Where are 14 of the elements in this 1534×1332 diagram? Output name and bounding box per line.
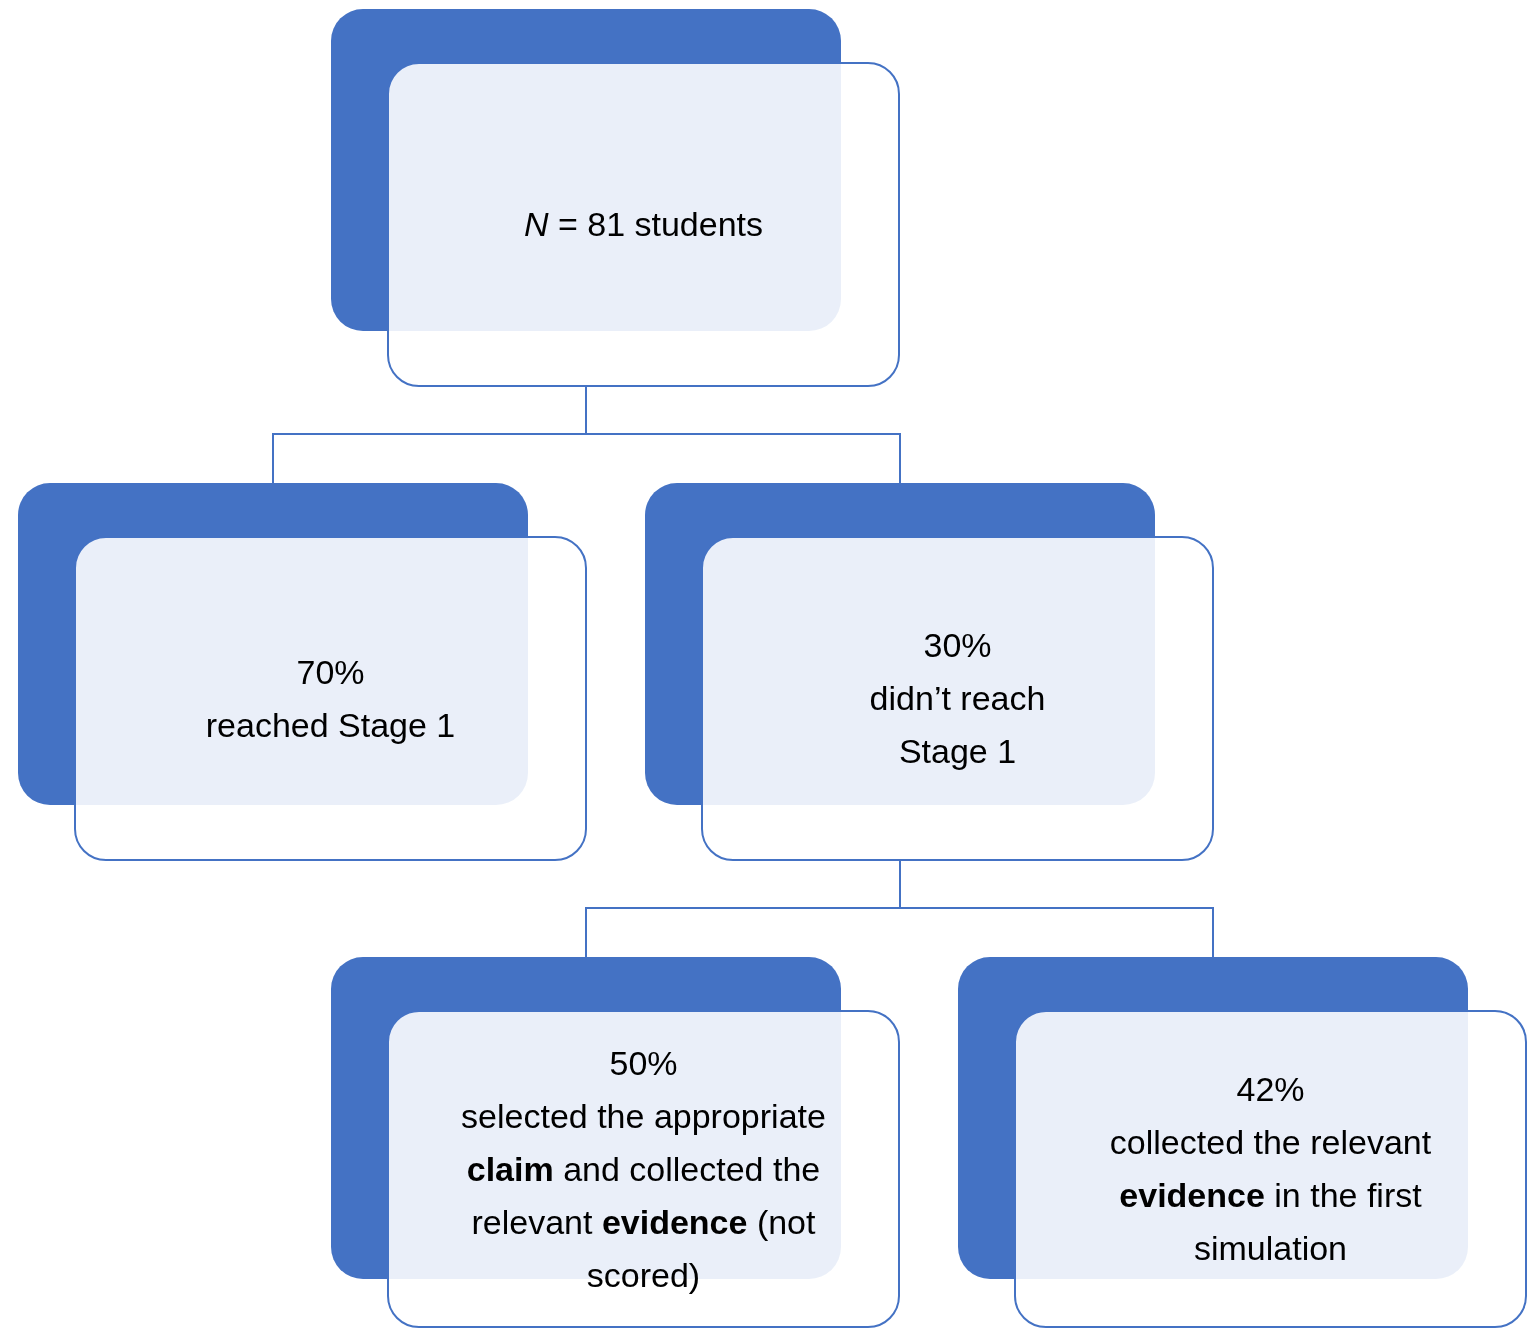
node-card	[74, 536, 587, 861]
node-card	[387, 1010, 900, 1328]
node-text: 70%	[296, 651, 365, 693]
node-text: reached Stage 1	[205, 704, 456, 746]
node-text: 50%	[609, 1042, 678, 1084]
node-card	[387, 62, 900, 387]
node-card	[1014, 1010, 1527, 1328]
node-text: selected the appropriate claim and collected the relevant evidence (not scored)	[460, 1095, 827, 1296]
node-text: collected the relevant evidence in the first simulation	[1108, 1122, 1433, 1269]
node-text: N = 81 students	[523, 204, 764, 245]
node-text: 30%	[923, 625, 992, 666]
node-card	[701, 536, 1214, 861]
node-text: 42%	[1236, 1069, 1305, 1110]
node-text: didn’t reach Stage 1	[868, 678, 1047, 772]
